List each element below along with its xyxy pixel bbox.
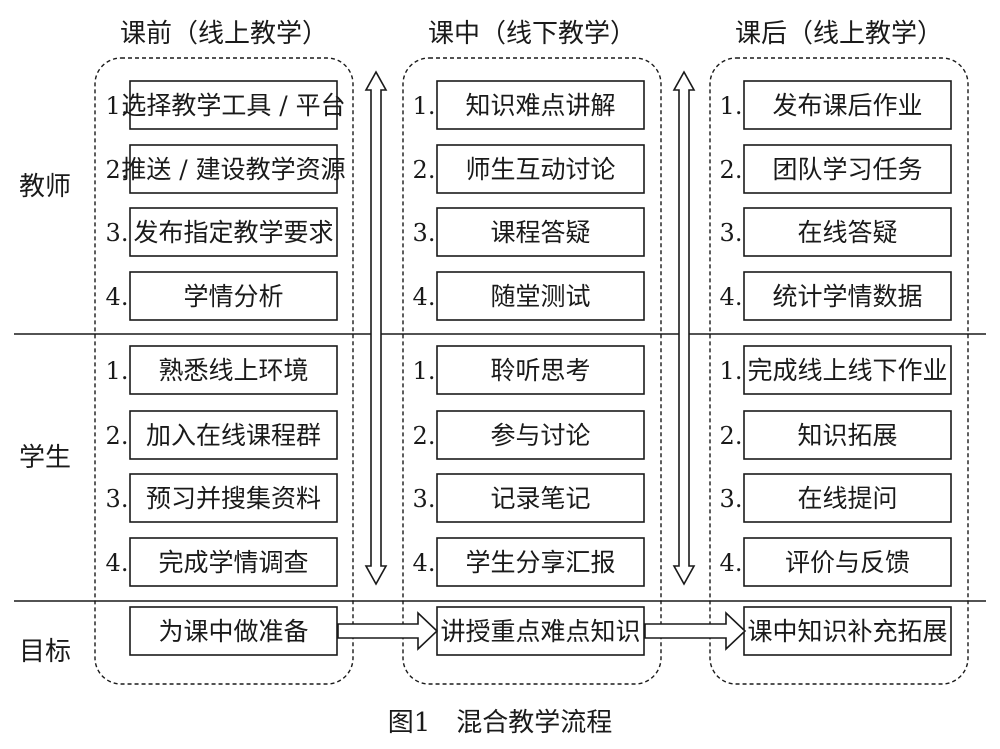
teacher-task-box (436, 80, 645, 130)
goal-label-post-class: 课中知识补充拓展 (747, 617, 947, 646)
student-item-number: 2. (720, 422, 743, 450)
student-item-number: 3. (413, 485, 436, 513)
student-task-label: 完成线上线下作业 (747, 356, 947, 385)
teacher-task-label: 发布课后作业 (772, 91, 922, 120)
teacher-task-box (436, 207, 645, 257)
student-item-number: 1. (106, 357, 129, 385)
teacher-task-label: 知识难点讲解 (465, 91, 615, 120)
teacher-item-number: 2. (413, 156, 436, 184)
teacher-item-number: 1. (106, 92, 129, 120)
student-task-label: 加入在线课程群 (146, 421, 321, 450)
teacher-task-label: 选择教学工具 / 平台 (121, 91, 345, 120)
student-task-label: 熟悉线上环境 (158, 356, 308, 385)
teacher-task-label: 统计学情数据 (772, 282, 922, 311)
teacher-item-number: 2. (106, 156, 129, 184)
student-task-box (743, 537, 952, 587)
teacher-task-label: 推送 / 建设教学资源 (121, 155, 345, 184)
teacher-task-label: 师生互动讨论 (465, 155, 615, 184)
double-arrow-pre-in (364, 70, 388, 586)
student-task-box (436, 410, 645, 460)
student-task-label: 参与讨论 (490, 421, 590, 450)
student-task-box (743, 345, 952, 395)
student-item-number: 2. (413, 422, 436, 450)
student-item-number: 4. (720, 549, 743, 577)
teacher-task-label: 课程答疑 (490, 218, 590, 247)
student-task-box (129, 473, 338, 523)
student-task-box (743, 410, 952, 460)
student-item-number: 3. (106, 485, 129, 513)
column-header-in-class: 课中（线下教学） (428, 19, 636, 49)
student-task-box (436, 345, 645, 395)
dashed-container-in-class (402, 57, 662, 685)
student-item-number: 4. (413, 549, 436, 577)
row-label-goal: 目标 (19, 637, 71, 667)
student-task-label: 预习并搜集资料 (146, 484, 321, 513)
student-item-number: 3. (720, 485, 743, 513)
student-task-box (436, 473, 645, 523)
teacher-task-label: 学情分析 (183, 282, 283, 311)
student-task-label: 知识拓展 (797, 421, 897, 450)
student-task-box (436, 537, 645, 587)
teacher-item-number: 4. (106, 283, 129, 311)
student-task-box (743, 473, 952, 523)
teacher-task-label: 发布指定教学要求 (133, 218, 333, 247)
dashed-container-post-class (709, 57, 969, 685)
column-post-class: 课后（线上教学） 1. 发布课后作业 2. 团队学习任务 3. 在线答疑 4. 统计学情数据 1.… (709, 19, 969, 685)
student-task-label: 评价与反馈 (785, 548, 910, 577)
teacher-task-box (743, 271, 952, 321)
row-label-teacher: 教师 (19, 172, 71, 202)
double-arrow-in-post (672, 70, 696, 586)
row-label-student: 学生 (19, 443, 71, 473)
student-task-label: 聆听思考 (490, 356, 590, 385)
teacher-task-box (129, 144, 338, 194)
student-item-number: 4. (106, 549, 129, 577)
student-task-box (129, 537, 338, 587)
student-task-label: 在线提问 (797, 484, 897, 513)
student-task-box (129, 410, 338, 460)
goal-arrow-pre-to-in (337, 611, 439, 651)
figure-caption: 图1 混合教学流程 (388, 708, 613, 738)
teacher-task-box (743, 80, 952, 130)
teacher-item-number: 3. (106, 219, 129, 247)
teacher-task-box (129, 271, 338, 321)
teacher-item-number: 4. (720, 283, 743, 311)
teacher-task-box (436, 144, 645, 194)
student-task-box (129, 345, 338, 395)
column-header-pre-class: 课前（线上教学） (120, 19, 328, 49)
teacher-task-label: 团队学习任务 (772, 155, 922, 184)
teacher-item-number: 1. (413, 92, 436, 120)
student-item-number: 2. (106, 422, 129, 450)
teacher-item-number: 3. (720, 219, 743, 247)
teacher-task-label: 随堂测试 (490, 282, 590, 311)
column-header-post-class: 课后（线上教学） (735, 19, 943, 49)
teacher-task-box (743, 207, 952, 257)
goal-arrow-in-to-post (644, 611, 747, 651)
goal-box-pre-class (129, 606, 338, 656)
student-task-label: 记录笔记 (490, 484, 590, 513)
student-item-number: 1. (720, 357, 743, 385)
dashed-container-pre-class (94, 57, 354, 685)
column-in-class: 课中（线下教学） 1. 知识难点讲解 2. 师生互动讨论 3. 课程答疑 4. 随堂测试 1. 聆听… (402, 19, 662, 685)
teacher-task-box (436, 271, 645, 321)
teacher-task-box (129, 80, 338, 130)
teacher-item-number: 3. (413, 219, 436, 247)
teacher-item-number: 1. (720, 92, 743, 120)
teacher-item-number: 4. (413, 283, 436, 311)
student-task-label: 学生分享汇报 (465, 548, 615, 577)
goal-label-pre-class: 为课中做准备 (158, 617, 308, 646)
goal-label-in-class: 讲授重点难点知识 (440, 617, 640, 646)
teacher-task-box (129, 207, 338, 257)
teacher-task-label: 在线答疑 (797, 218, 897, 247)
column-pre-class: 课前（线上教学）1.选择教学工具 / 平台2.推送 / 建设教学资源3.发布指定… (94, 19, 354, 685)
student-item-number: 1. (413, 357, 436, 385)
teacher-task-box (743, 144, 952, 194)
teacher-item-number: 2. (720, 156, 743, 184)
student-task-label: 完成学情调查 (158, 548, 308, 577)
